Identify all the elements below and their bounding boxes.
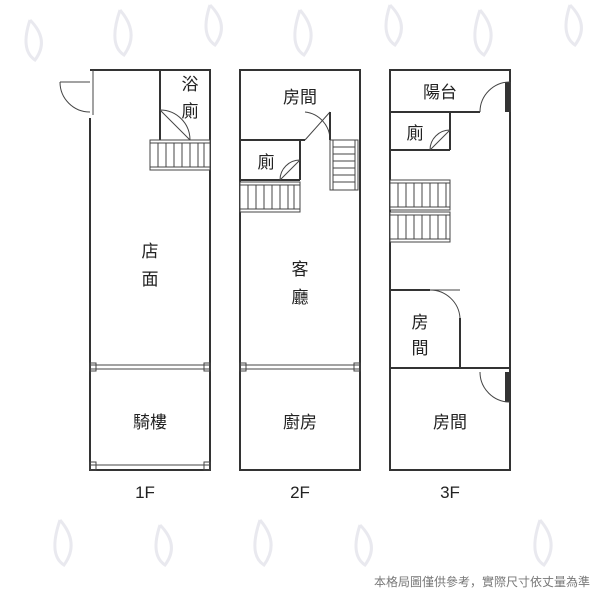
door-swing-icon <box>59 81 91 113</box>
staircase-icon <box>389 211 451 243</box>
room-label-bath-1: 浴 <box>182 75 199 95</box>
watermark-logo <box>24 3 583 568</box>
door-swing-icon <box>479 371 511 403</box>
room-label-shop-1: 店 <box>142 242 159 262</box>
floor-label-2f: 2F <box>290 483 310 502</box>
staircase-icon <box>239 181 301 213</box>
room-label-balcony: 陽台 <box>423 83 457 103</box>
staircase-icon <box>389 179 451 211</box>
door-swing-icon <box>429 129 451 151</box>
room-label-toilet-3f: 廁 <box>407 123 424 144</box>
room-label-room-1: 房 <box>412 313 429 333</box>
floor-label-3f: 3F <box>440 483 460 502</box>
staircase-icon <box>329 139 359 191</box>
door-swing-icon <box>279 159 301 181</box>
room-label-bath-2: 廁 <box>182 101 199 122</box>
door-swing-icon <box>479 81 511 113</box>
room-label-shop-2: 面 <box>142 270 159 290</box>
floor-plan-1f: 浴 廁 店 面 騎樓 1F <box>59 69 211 502</box>
room-label-arcade: 騎樓 <box>133 413 167 433</box>
door-swing-icon <box>159 109 191 141</box>
room-label-living-1: 客 <box>292 260 309 280</box>
room-label-bedroom-3f: 房間 <box>433 413 467 433</box>
door-swing-icon <box>429 289 461 319</box>
door-swing-icon <box>304 111 331 141</box>
floor-label-1f: 1F <box>135 483 155 502</box>
disclaimer-text: 本格局圖僅供參考，實際尺寸依丈量為準 <box>374 574 590 589</box>
room-label-room-2: 間 <box>412 339 429 359</box>
room-label-bedroom-2f: 房間 <box>283 88 317 108</box>
room-label-kitchen: 廚房 <box>283 412 317 433</box>
floor-plan-2f: 房間 廁 客 廳 廚房 2F <box>239 69 361 502</box>
floor-plan-3f: 陽台 廁 房 間 房間 3F <box>389 69 511 502</box>
staircase-icon <box>149 139 211 171</box>
room-label-toilet-2f: 廁 <box>258 152 275 173</box>
room-label-living-2: 廳 <box>292 288 309 308</box>
